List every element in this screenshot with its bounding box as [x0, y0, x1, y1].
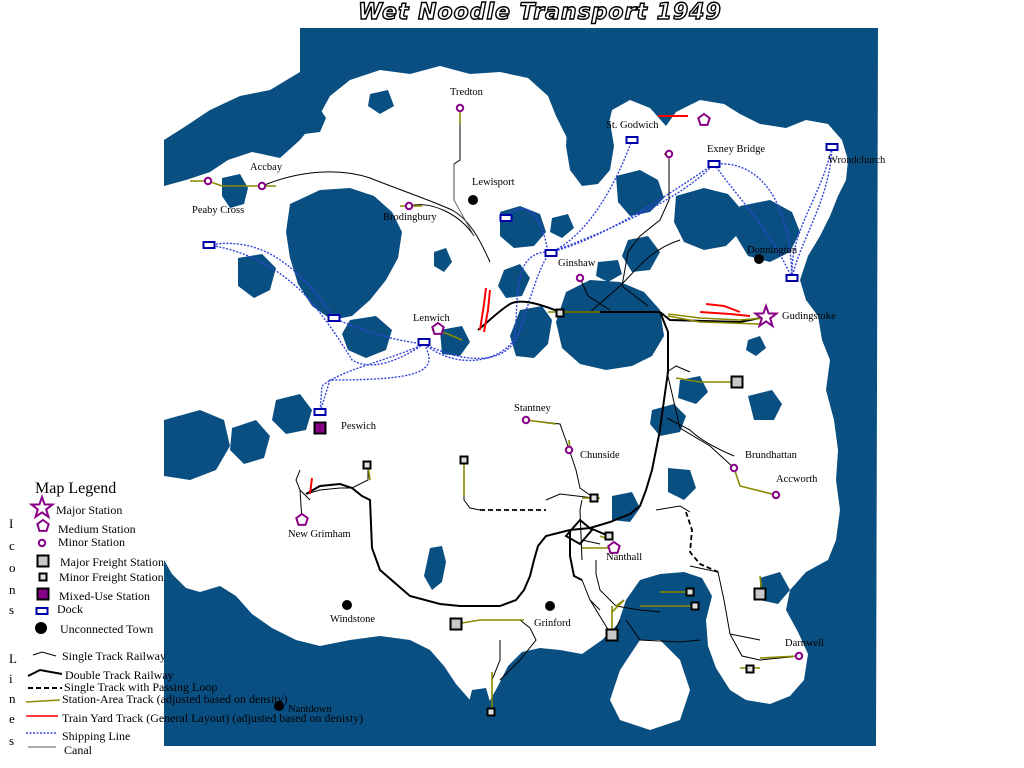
svg-text:n: n [9, 582, 16, 597]
town-label-ginshaw: Ginshaw [558, 258, 596, 269]
single-track-line-icon [32, 651, 57, 657]
double-track-railway [305, 300, 761, 607]
town-label-grinford: Grinford [534, 618, 571, 629]
svg-text:Double Track Railway: Double Track Railway [65, 668, 174, 682]
legend-lines-side-label: L i n e s [9, 651, 17, 748]
legend-item-mixed-use: Mixed-Use Station [36, 587, 150, 603]
town-label-peswich: Peswich [341, 421, 377, 432]
svg-text:L: L [9, 651, 17, 666]
town-label-lewisport: Lewisport [472, 177, 515, 188]
legend-item-dock: Dock [35, 602, 83, 616]
legend-item-minor-freight: Minor Freight Station [38, 570, 164, 584]
town-label-accbay: Accbay [250, 162, 283, 173]
svg-text:Major Station: Major Station [56, 503, 122, 517]
svg-text:I: I [9, 516, 13, 531]
svg-text:o: o [9, 560, 16, 575]
unconnected-towns [274, 195, 764, 711]
dot-icon [35, 622, 47, 634]
dock-icon [35, 607, 49, 615]
town-label-donnington: Donnington [747, 245, 798, 256]
canal [453, 164, 475, 237]
svg-text:Minor Freight Station: Minor Freight Station [59, 570, 164, 584]
station-area-line-icon [25, 699, 61, 703]
svg-text:Shipping Line: Shipping Line [62, 729, 130, 743]
svg-text:Canal: Canal [64, 743, 93, 757]
town-label-darnwell: Darnwell [785, 638, 824, 649]
town-label-tredton: Tredton [450, 87, 484, 98]
town-label-exney-bridge: Exney Bridge [707, 144, 765, 155]
town-label-brodingbury: Brodingbury [383, 212, 437, 223]
town-label-brundhattan: Brundhattan [745, 450, 798, 461]
legend-item-shipping-line: Shipping Line [26, 729, 130, 743]
legend-item-medium-station: Medium Station [36, 519, 136, 536]
svg-text:Minor Station: Minor Station [58, 535, 125, 549]
svg-text:c: c [9, 538, 15, 553]
shipping-lines [208, 139, 833, 413]
legend-item-passing-loop: Single Track with Passing Loop [28, 680, 217, 694]
mixed-use-stations [313, 421, 327, 435]
svg-text:s: s [9, 602, 14, 617]
svg-text:Single Track with Passing Loop: Single Track with Passing Loop [64, 680, 217, 694]
town-label-accworth: Accworth [776, 474, 818, 485]
legend-item-unconnected-town: Unconnected Town [35, 622, 153, 636]
svg-text:Major Freight Station: Major Freight Station [60, 555, 164, 569]
circle-icon [37, 538, 47, 548]
town-label-chunside: Chunside [580, 450, 620, 461]
svg-text:s: s [9, 733, 14, 748]
town-label-gudingstoke: Gudingstoke [782, 311, 836, 322]
passing-loop-track [480, 509, 719, 573]
legend-icons-side-label: I c o n s [9, 516, 16, 617]
svg-text:Dock: Dock [57, 602, 83, 616]
svg-text:e: e [9, 711, 15, 726]
small-square-icon [38, 572, 48, 582]
svg-text:Unconnected Town: Unconnected Town [60, 622, 153, 636]
svg-text:Train Yard Track (General Layo: Train Yard Track (General Layout) (adjus… [62, 711, 363, 725]
lakes [164, 90, 800, 712]
svg-text:Mixed-Use Station: Mixed-Use Station [59, 589, 150, 603]
legend-item-double-track: Double Track Railway [27, 668, 174, 682]
legend-item-major-freight: Major Freight Station [36, 554, 164, 569]
pentagon-icon [36, 519, 50, 532]
star-icon [30, 496, 54, 518]
legend-item-minor-station: Minor Station [37, 535, 125, 549]
purple-square-icon [36, 587, 50, 601]
town-labels: Tredton St. Godwich Exney Bridge Wrondch… [192, 87, 886, 715]
town-label-lenwich: Lenwich [413, 313, 450, 324]
town-label-nanthall: Nanthall [606, 552, 642, 563]
map-title: Wet Noodle Transport 1949 [358, 0, 722, 25]
town-label-new-grimham: New Grimham [288, 529, 351, 540]
map-legend: Map Legend I c o n s L i n e s Major Sta… [9, 480, 363, 757]
legend-item-canal: Canal [28, 743, 93, 757]
town-label-stantney: Stantney [514, 403, 551, 414]
double-track-line-icon [27, 668, 63, 677]
svg-text:Station-Area Track (adjusted b: Station-Area Track (adjusted based on de… [62, 692, 288, 706]
single-track-railway [261, 108, 801, 712]
town-label-nantdown: Nantdown [288, 704, 332, 715]
train-yard-track [309, 115, 751, 495]
svg-text:n: n [9, 691, 16, 706]
town-label-st-godwich: St. Godwich [606, 120, 659, 131]
legend-item-major-station: Major Station [30, 496, 122, 518]
station-area-track [190, 108, 799, 712]
legend-title: Map Legend [35, 480, 116, 497]
town-label-windstone: Windstone [330, 614, 375, 625]
grey-square-icon [36, 554, 50, 568]
legend-item-train-yard: Train Yard Track (General Layout) (adjus… [26, 711, 363, 725]
legend-item-station-area-track: Station-Area Track (adjusted based on de… [25, 692, 288, 706]
svg-text:i: i [9, 671, 13, 686]
town-label-peaby-cross: Peaby Cross [192, 205, 244, 216]
legend-item-single-track: Single Track Railway [32, 649, 166, 663]
town-label-wrondchurch: Wrondchurch [828, 155, 886, 166]
svg-text:Single Track Railway: Single Track Railway [62, 649, 166, 663]
svg-text:Medium Station: Medium Station [58, 522, 136, 536]
